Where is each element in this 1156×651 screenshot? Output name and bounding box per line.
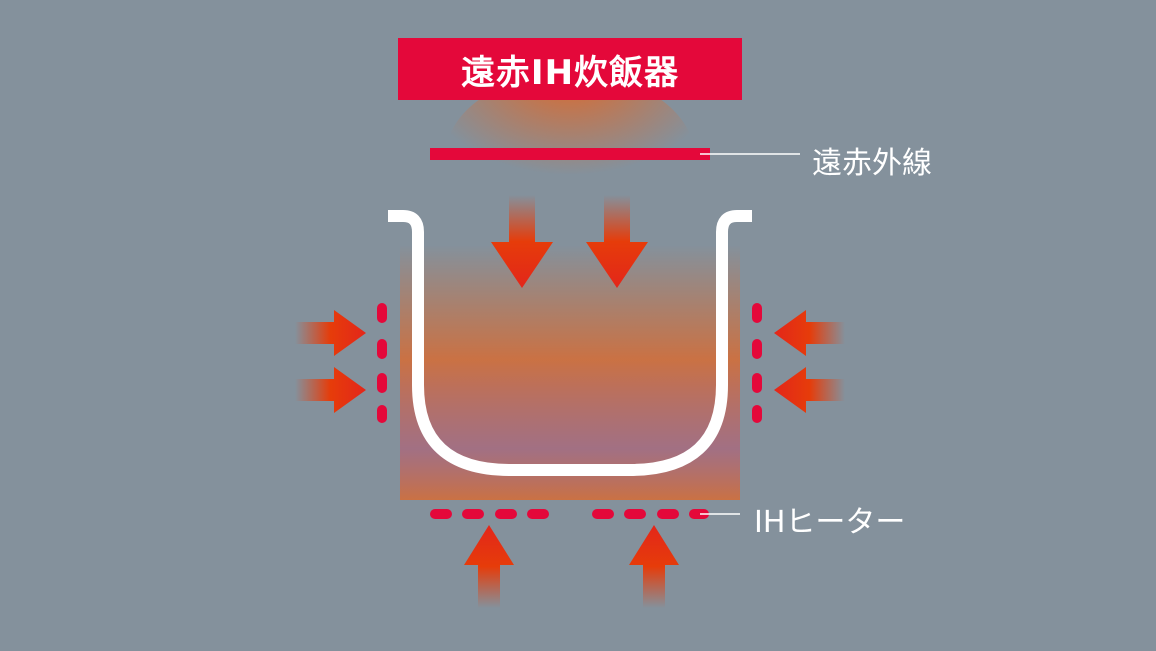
right-arrow-icon [295,310,366,356]
right-arrow-icon [295,367,366,413]
left-arrow-icon [774,310,845,356]
far-infrared-label: 遠赤外線 [812,146,932,181]
up-arrow-icon [629,525,679,608]
title-banner: 遠赤IH炊飯器 [398,38,742,100]
down-arrow-icon [491,195,553,288]
down-arrow-icon [586,195,648,288]
far-infrared-heater-bar [430,148,710,160]
up-arrow-icon [464,525,514,608]
ih-heater-label: IHヒーター [754,505,906,540]
left-arrow-icon [774,367,845,413]
inner-pot [388,210,752,476]
